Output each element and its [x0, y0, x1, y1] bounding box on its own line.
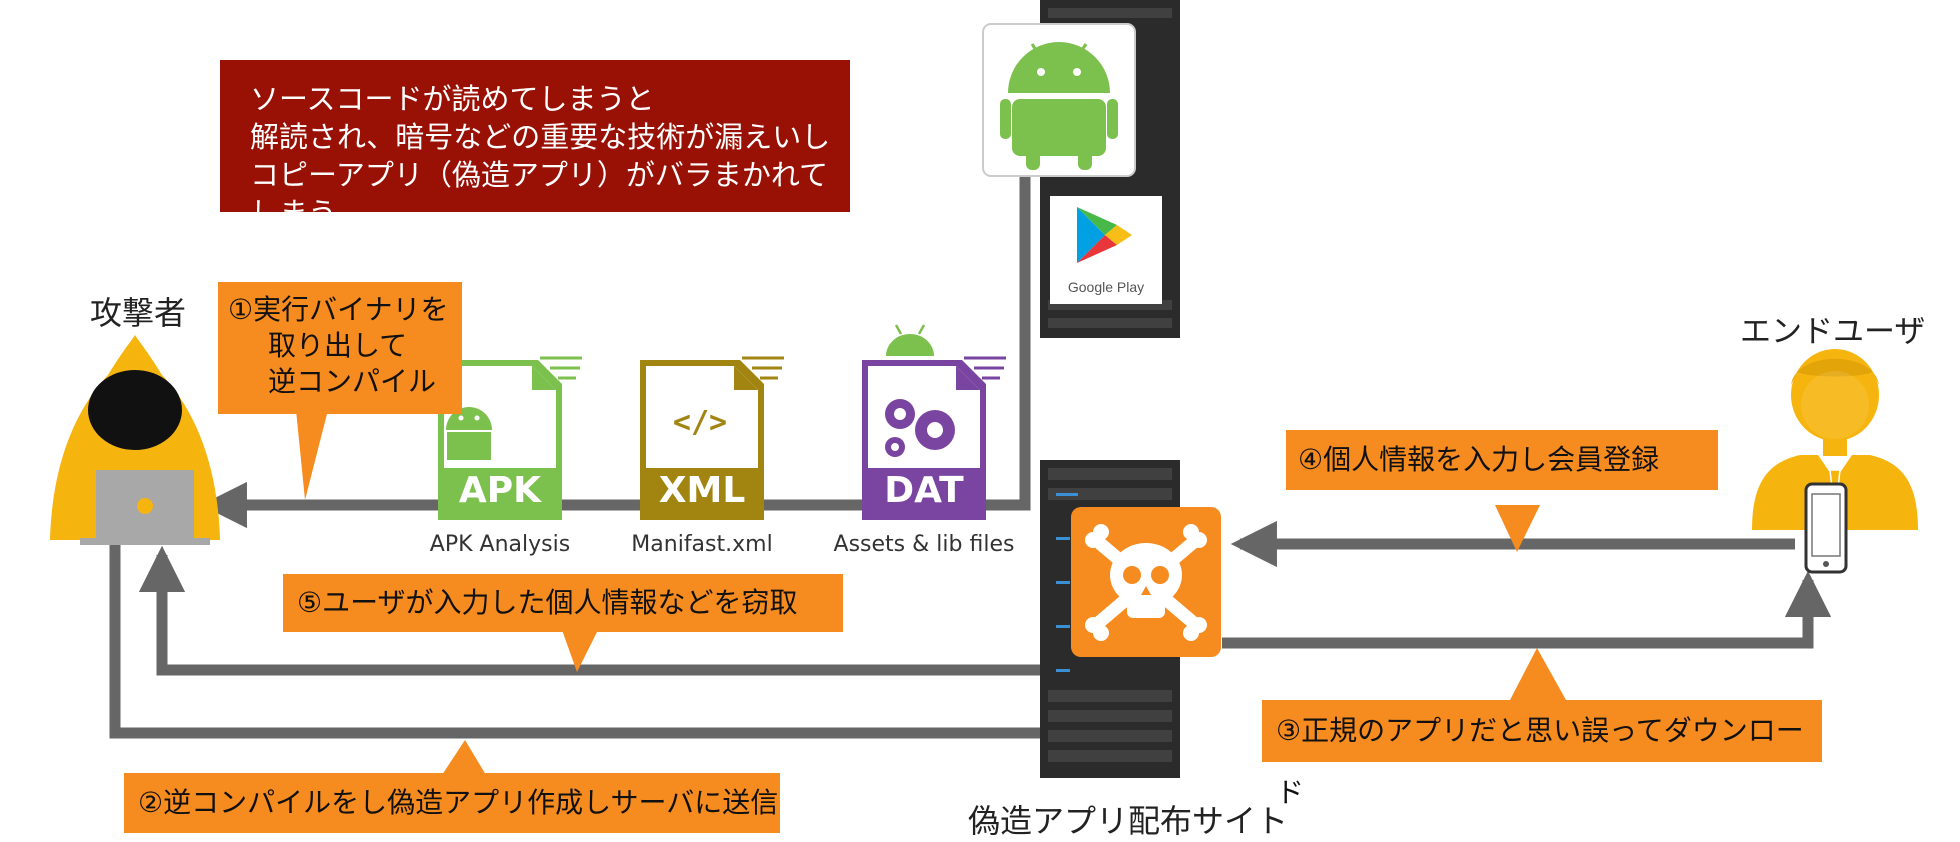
- step-4-callout: ④個人情報を入力し会員登録: [1286, 430, 1718, 490]
- google-play-label: Google Play: [1068, 279, 1144, 295]
- xml-caption: Manifast.xml: [631, 532, 773, 557]
- apk-badge: APK: [458, 470, 542, 511]
- warning-line-3: コピーアプリ（偽造アプリ）がバラまかれてしまう: [250, 158, 828, 230]
- step-2-callout: ②逆コンパイルをし偽造アプリ作成しサーバに送信: [124, 773, 780, 833]
- attacker-label: 攻撃者: [90, 294, 187, 332]
- android-logo-icon: [1000, 42, 1118, 170]
- apk-caption: APK Analysis: [429, 532, 571, 557]
- skull-crossbones-icon: [1085, 524, 1207, 641]
- gears-icon: [885, 399, 955, 457]
- fake-server: [1040, 460, 1221, 778]
- xml-file-icon: </>: [640, 356, 784, 520]
- attacker-figure: [50, 335, 220, 545]
- arrow-steal-info: [138, 545, 1075, 676]
- step-1-callout: ①実行バイナリを 取り出して 逆コンパイル: [218, 282, 462, 414]
- step-1-line-2: 取り出して: [268, 329, 408, 362]
- dat-caption: Assets & lib files: [833, 532, 1015, 557]
- callout-tails: [296, 410, 1566, 775]
- fake-site-label: 偽造アプリ配布サイト: [968, 802, 1289, 840]
- step-3-callout: ③正規のアプリだと思い誤ってダウンロード: [1262, 700, 1822, 809]
- end-user-figure: [1752, 349, 1918, 574]
- step-1-line-1: ①実行バイナリを: [228, 293, 449, 326]
- warning-line-1: ソースコードが読めてしまうと: [250, 82, 655, 116]
- dat-file-icon: [862, 324, 1006, 520]
- end-user-label: エンドユーザ: [1740, 314, 1926, 350]
- xml-badge: XML: [658, 470, 746, 511]
- android-small-icon: [886, 324, 934, 356]
- dat-badge: DAT: [884, 470, 964, 511]
- step-1-line-3: 逆コンパイル: [268, 365, 437, 398]
- svg-text:</>: </>: [673, 405, 727, 440]
- official-server: [982, 0, 1180, 338]
- apk-file-icon: [438, 356, 582, 520]
- warning-banner: ソースコードが読めてしまうと 解読され、暗号などの重要な技術が漏えいし コピーア…: [220, 60, 850, 230]
- arrow-download: [1222, 570, 1832, 649]
- step-5-callout: ⑤ユーザが入力した個人情報などを窃取: [283, 574, 843, 632]
- warning-line-2: 解読され、暗号などの重要な技術が漏えいし: [250, 120, 831, 154]
- google-play-icon: [1077, 207, 1132, 263]
